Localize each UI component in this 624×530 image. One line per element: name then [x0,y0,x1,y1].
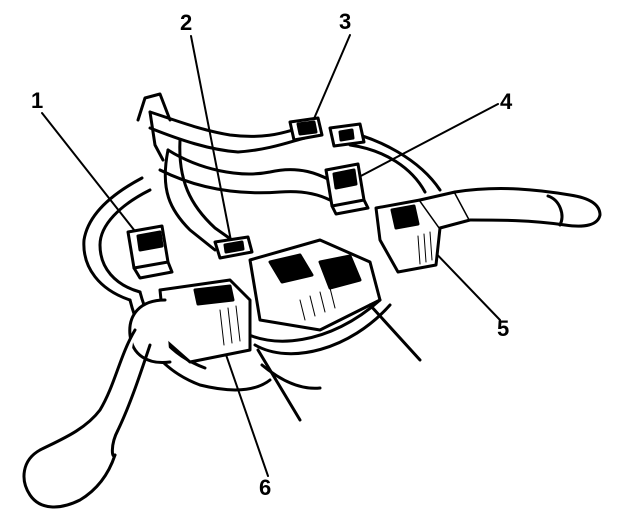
right-switch-assembly [374,187,602,274]
connector-1 [126,224,174,280]
callout-label-1: 1 [31,88,44,113]
callout-label-3: 3 [339,9,352,34]
callout-label-5: 5 [497,316,510,341]
left-switch-assembly [22,278,252,509]
steering-column-center [238,238,422,422]
leader-line-1 [41,112,143,241]
leader-line-3 [309,34,351,129]
left-wire-bundle [82,176,272,392]
connector-2 [213,235,254,260]
callout-label-2: 2 [180,10,193,35]
connector-4 [324,162,370,216]
leader-line-2 [190,35,233,247]
leader-lines [41,34,501,477]
upper-wire-harness [136,92,442,252]
connector-3 [288,116,366,148]
callout-label-4: 4 [500,89,513,114]
callout-label-6: 6 [259,475,272,500]
leader-line-4 [356,103,499,179]
